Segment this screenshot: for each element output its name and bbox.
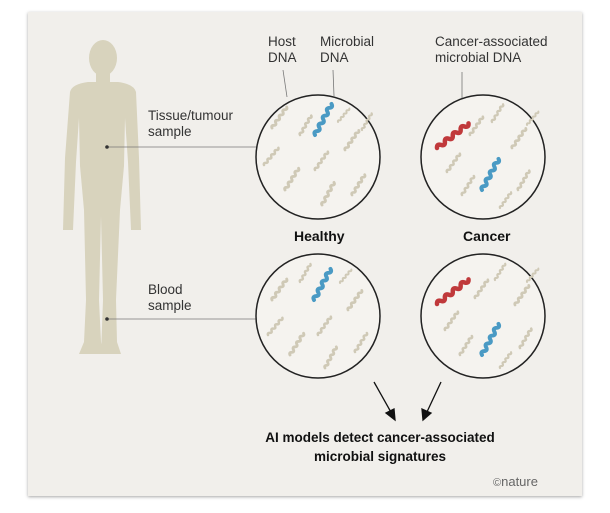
tissue-sample-label: Tissue/tumour sample — [148, 108, 233, 140]
cancer-blood-circle — [420, 253, 546, 379]
healthy-blood-circle — [255, 253, 381, 379]
nature-credit: ©nature — [493, 474, 538, 489]
cancer-arrow — [425, 381, 442, 415]
tissue-dot — [105, 145, 109, 149]
credit-name: nature — [501, 474, 538, 489]
caption-line1: AI models detect cancer-associated — [265, 430, 495, 445]
cancer-tissue-circle — [420, 94, 546, 220]
caption: AI models detect cancer-associated micro… — [230, 428, 530, 466]
host-dna-label: Host DNA — [268, 34, 297, 66]
blood-label-line2: sample — [148, 298, 192, 313]
host-dna-pointer — [282, 69, 288, 98]
leader-lines — [107, 69, 463, 320]
human-silhouette — [63, 40, 141, 354]
cancer-microbial-label-line1: Cancer-associated — [435, 34, 548, 49]
host-dna-label-line2: DNA — [268, 50, 297, 65]
host-dna-label-line1: Host — [268, 34, 296, 49]
tissue-label-line1: Tissue/tumour — [148, 108, 234, 123]
arrows — [373, 381, 442, 422]
cancer-arrowhead — [421, 407, 433, 422]
blood-sample-label: Blood sample — [148, 282, 192, 314]
microbial-dna-pointer — [332, 69, 335, 97]
cancer-microbial-label-line2: microbial DNA — [435, 50, 522, 65]
caption-line2: microbial signatures — [313, 449, 447, 464]
healthy-heading: Healthy — [294, 228, 345, 244]
copyright-symbol: © — [493, 477, 502, 489]
sample-circles — [255, 94, 546, 379]
blood-label-line1: Blood — [148, 282, 183, 297]
microbial-dna-label-line2: DNA — [320, 50, 349, 65]
healthy-arrow — [373, 381, 393, 415]
healthy-tissue-circle — [255, 94, 381, 220]
microbial-dna-label: Microbial DNA — [320, 34, 374, 66]
microbial-dna-label-line1: Microbial — [320, 34, 375, 49]
blood-dot — [105, 317, 109, 321]
healthy-arrowhead — [384, 407, 396, 422]
cancer-heading: Cancer — [463, 228, 511, 244]
cancer-microbial-dna-label: Cancer-associated microbial DNA — [435, 34, 548, 66]
tissue-label-line2: sample — [148, 124, 192, 139]
